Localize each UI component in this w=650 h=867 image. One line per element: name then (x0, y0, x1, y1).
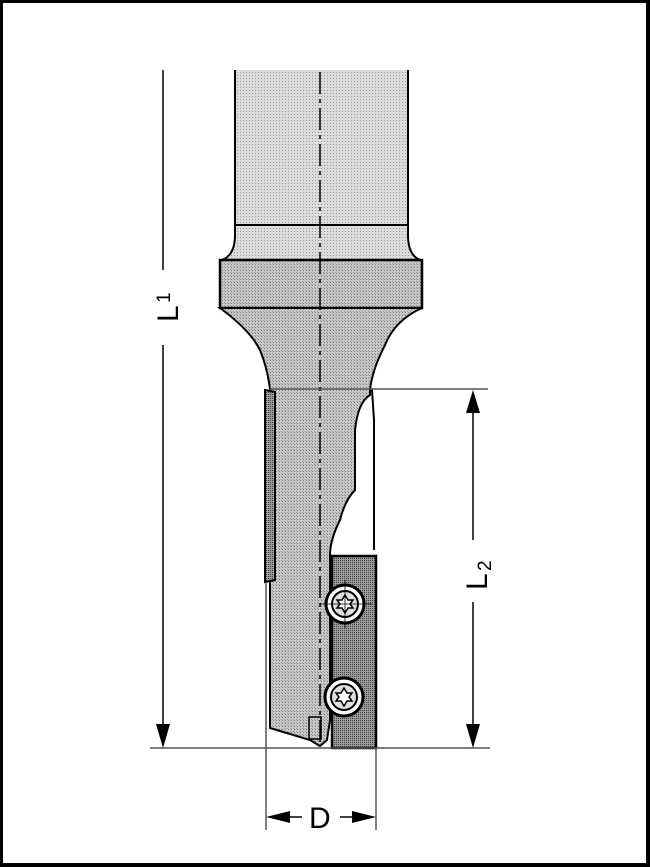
dimension-label-L1: L (152, 305, 185, 322)
dimension-label-D: D (309, 802, 331, 835)
dimension-subscript-L1: 1 (154, 292, 175, 303)
dimension-subscript-L2: 2 (475, 560, 496, 571)
shank (221, 70, 421, 261)
cutter-body (216, 307, 423, 748)
left-knife (264, 388, 276, 584)
torx-screw-lower (323, 676, 365, 718)
extension-lines (150, 388, 490, 830)
dimension-label-L2: L (461, 573, 494, 590)
dimension-L1: L 1 (152, 70, 185, 748)
collar (218, 258, 424, 310)
dimension-D: D (266, 802, 376, 835)
dimension-L2: L 2 (461, 390, 496, 748)
torx-screw-upper (320, 580, 372, 628)
